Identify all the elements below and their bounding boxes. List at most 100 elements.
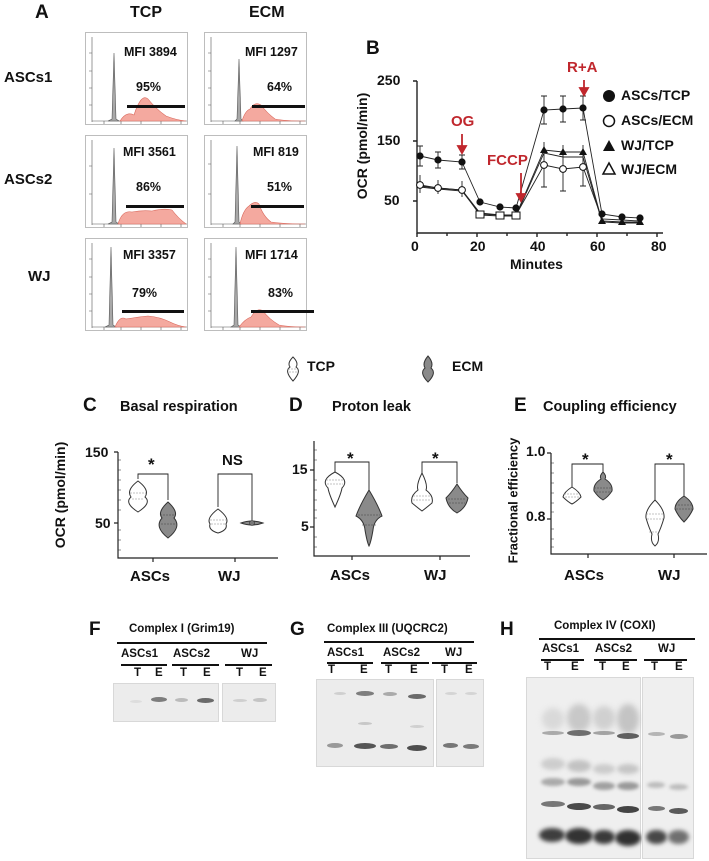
western-blot-complex-iii-right bbox=[436, 679, 484, 767]
underline bbox=[541, 659, 584, 661]
lane-label: T bbox=[385, 664, 393, 676]
xtick-60: 60 bbox=[590, 238, 606, 254]
underline bbox=[594, 659, 637, 661]
underline bbox=[121, 664, 167, 666]
panel-f-group-ascs1: ASCs1 bbox=[121, 648, 159, 660]
xtick-80: 80 bbox=[651, 238, 667, 254]
lane-label: T bbox=[441, 664, 449, 676]
violin-legend-ecm: ECM bbox=[452, 358, 484, 374]
lane-label: E bbox=[155, 667, 163, 679]
gate-bar bbox=[251, 310, 314, 313]
panel-f-group-wj: WJ bbox=[241, 648, 259, 660]
panel-g-label: G bbox=[290, 619, 305, 640]
lane-label: E bbox=[259, 667, 267, 679]
percent-positive: 95% bbox=[136, 80, 162, 94]
violin-plot-coupling-efficiency bbox=[547, 452, 707, 558]
violin-plot-basal-respiration bbox=[114, 451, 278, 562]
panel-d-group-ascs: ASCs bbox=[330, 567, 371, 584]
western-blot-complex-iii-left bbox=[316, 679, 434, 767]
gate-bar bbox=[252, 105, 305, 108]
panel-h-group-ascs2: ASCs2 bbox=[595, 643, 633, 655]
percent-positive: 79% bbox=[132, 286, 158, 300]
panel-c-ytick-150: 150 bbox=[85, 444, 109, 460]
gate-bar bbox=[126, 205, 184, 208]
facs-histogram-ascs2-ecm: MFI 819 51% bbox=[204, 135, 307, 228]
underline bbox=[644, 659, 687, 661]
gate-bar bbox=[122, 310, 184, 313]
lane-label: E bbox=[675, 661, 683, 673]
mfi-value: MFI 3561 bbox=[123, 145, 176, 159]
lane-label: E bbox=[203, 667, 211, 679]
panel-g-title-underline bbox=[324, 641, 474, 643]
percent-positive: 64% bbox=[267, 80, 293, 94]
row-label-ascs1: ASCs1 bbox=[4, 69, 53, 86]
panel-d-group-wj: WJ bbox=[424, 567, 447, 584]
panel-e-sig-ascs: * bbox=[582, 450, 589, 469]
facs-histogram-ascs2-tcp: MFI 3561 86% bbox=[85, 135, 188, 228]
panel-e-ytick-0-8: 0.8 bbox=[526, 508, 546, 524]
ocr-line-chart bbox=[413, 80, 663, 237]
panel-c-group-wj: WJ bbox=[218, 568, 241, 585]
xtick-20: 20 bbox=[470, 238, 486, 254]
panel-c-sig-ascs: * bbox=[148, 455, 155, 474]
lane-label: E bbox=[622, 661, 630, 673]
xtick-0: 0 bbox=[411, 238, 419, 254]
underline bbox=[225, 664, 272, 666]
violin-ecm-legend-icon bbox=[422, 355, 434, 383]
panel-h-group-wj: WJ bbox=[658, 643, 676, 655]
underline bbox=[381, 662, 429, 664]
panel-g-group-ascs2: ASCs2 bbox=[383, 647, 421, 659]
lane-label: E bbox=[410, 664, 418, 676]
panel-e-ytick-1-0: 1.0 bbox=[526, 443, 546, 459]
minutes-axis-label: Minutes bbox=[510, 256, 563, 272]
annotation-r-a: R+A bbox=[567, 59, 598, 76]
panel-e-sig-wj: * bbox=[666, 450, 673, 469]
panel-e-group-ascs: ASCs bbox=[564, 567, 605, 584]
panel-f-label: F bbox=[89, 619, 101, 640]
xtick-40: 40 bbox=[530, 238, 546, 254]
lane-label: T bbox=[180, 667, 188, 679]
western-blot-complex-iv-left bbox=[526, 677, 641, 859]
lane-label: T bbox=[544, 661, 552, 673]
panel-d-sig-ascs: * bbox=[347, 449, 354, 468]
western-blot-complex-i-right bbox=[222, 683, 276, 722]
panel-h-title: Complex IV (COXI) bbox=[554, 620, 656, 632]
panel-g-title: Complex III (UQCRC2) bbox=[327, 623, 448, 635]
panel-f-title: Complex I (Grim19) bbox=[129, 623, 235, 635]
panel-g-group-wj: WJ bbox=[445, 647, 463, 659]
underline bbox=[327, 662, 373, 664]
row-label-wj: WJ bbox=[28, 268, 51, 285]
mfi-value: MFI 1297 bbox=[245, 45, 298, 59]
lane-label: E bbox=[571, 661, 579, 673]
row-label-ascs2: ASCs2 bbox=[4, 171, 53, 188]
panel-d-ytick-5: 5 bbox=[301, 518, 309, 534]
legend-filled-circle-icon bbox=[603, 90, 615, 102]
mfi-value: MFI 3357 bbox=[123, 248, 176, 262]
western-blot-complex-i-left bbox=[113, 683, 219, 722]
western-blot-complex-iv-right bbox=[642, 677, 694, 859]
mfi-value: MFI 819 bbox=[253, 145, 299, 159]
legend-ascs-tcp: ASCs/TCP bbox=[621, 87, 691, 103]
gate-bar bbox=[251, 205, 304, 208]
percent-positive: 83% bbox=[268, 286, 294, 300]
panel-e-title: Coupling efficiency bbox=[543, 399, 677, 415]
violin-legend-tcp: TCP bbox=[307, 358, 335, 374]
violin-plot-proton-leak bbox=[310, 441, 470, 560]
annotation-fccp: FCCP bbox=[487, 152, 528, 169]
facs-histogram-wj-tcp: MFI 3357 79% bbox=[85, 238, 188, 331]
underline bbox=[432, 662, 477, 664]
facs-histogram-ascs1-tcp: MFI 3894 95% bbox=[85, 32, 188, 125]
lane-label: T bbox=[599, 661, 607, 673]
panel-d-ytick-15: 15 bbox=[292, 461, 308, 477]
facs-histogram-wj-ecm: MFI 1714 83% bbox=[204, 238, 314, 331]
lane-label: T bbox=[651, 661, 659, 673]
percent-positive: 86% bbox=[136, 180, 162, 194]
underline bbox=[172, 664, 219, 666]
panel-f-title-underline bbox=[117, 642, 267, 644]
panel-h-label: H bbox=[500, 619, 514, 640]
lane-label: T bbox=[134, 667, 142, 679]
mfi-value: MFI 3894 bbox=[124, 45, 177, 59]
column-header-tcp: TCP bbox=[130, 4, 162, 21]
panel-c-label: C bbox=[83, 395, 97, 416]
panel-g-group-ascs1: ASCs1 bbox=[327, 647, 365, 659]
